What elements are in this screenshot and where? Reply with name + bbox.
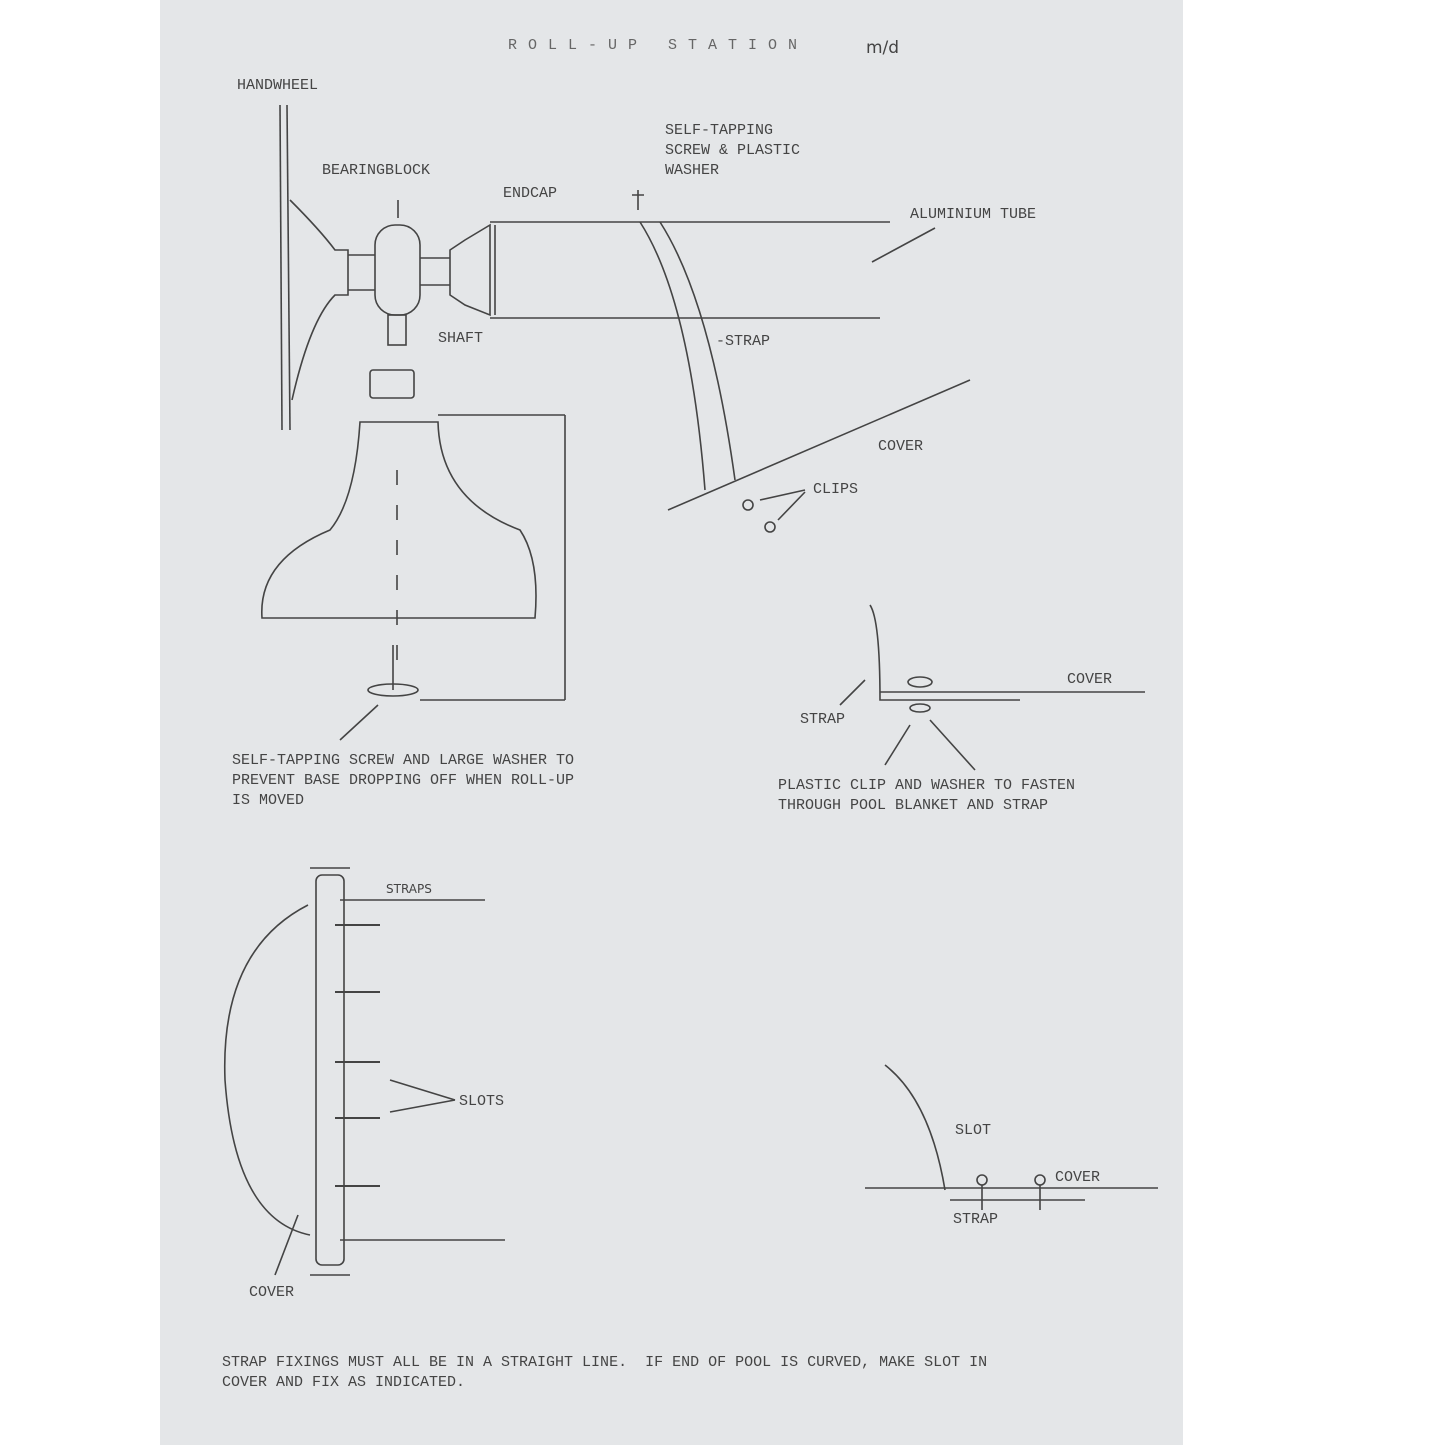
footer-note: STRAP FIXINGS MUST ALL BE IN A STRAIGHT … [222, 1354, 988, 1391]
label-strap: -STRAP [716, 333, 771, 350]
label-detail-cover: COVER [1067, 671, 1113, 688]
label-aluminium-tube: ALUMINIUM TUBE [910, 206, 1037, 223]
label-self-tapping-screw-washer: SELF-TAPPING SCREW & PLASTIC WASHER [665, 122, 801, 179]
label-slot-strap: STRAP [953, 1211, 999, 1228]
label-bearingblock: BEARINGBLOCK [322, 162, 431, 179]
label-bottom-cover: COVER [249, 1284, 295, 1301]
label-detail-strap: STRAP [800, 711, 846, 728]
label-slots: SLOTS [459, 1093, 505, 1110]
label-endcap: ENDCAP [503, 185, 558, 202]
bearing-block-drawing [348, 200, 496, 346]
author-initials: m/d [866, 38, 900, 58]
label-slot-cover: COVER [1055, 1169, 1101, 1186]
aluminium-tube-drawing [490, 190, 971, 533]
roller-plan-drawing [223, 867, 505, 1276]
label-shaft: SHAFT [438, 330, 484, 347]
label-straps: STRAPS [386, 882, 432, 896]
clip-detail-drawing [839, 604, 1145, 771]
slot-detail-drawing [865, 1064, 1158, 1210]
base-screw-note: SELF-TAPPING SCREW AND LARGE WASHER TO P… [232, 752, 575, 809]
label-handwheel: HANDWHEEL [237, 77, 319, 94]
plastic-clip-note: PLASTIC CLIP AND WASHER TO FASTEN THROUG… [778, 777, 1076, 814]
handwheel-drawing [279, 104, 349, 431]
label-clips: CLIPS [813, 481, 859, 498]
base-drawing [261, 369, 566, 741]
drawing-title: ROLL-UP STATION [508, 37, 809, 54]
label-slot: SLOT [955, 1122, 992, 1139]
label-cover: COVER [878, 438, 924, 455]
